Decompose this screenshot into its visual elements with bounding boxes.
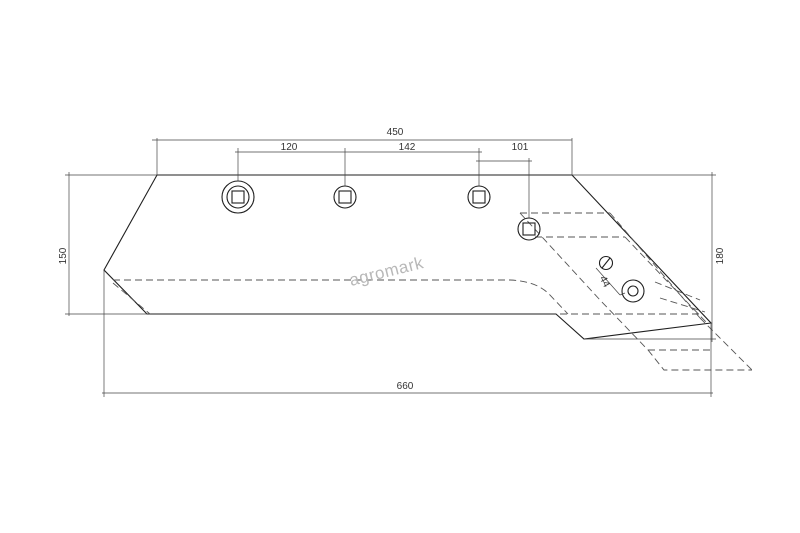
- bolt-hole-1: [221, 180, 255, 214]
- bolt-hole-4: [517, 217, 541, 241]
- blade-outline: [103, 174, 713, 340]
- dim-hole-spacing-3: 101: [512, 142, 529, 153]
- dim-right-height: 180: [715, 247, 726, 264]
- bolt-hole-3: [467, 185, 491, 209]
- slot-dimension: [595, 267, 626, 296]
- dim-hole-spacing-2: 142: [399, 142, 416, 153]
- watermark-text: agromark: [347, 253, 425, 290]
- dim-top-overall: 450: [387, 127, 404, 138]
- dim-hole-spacing-1: 120: [281, 142, 298, 153]
- slot-hole-large: [621, 279, 645, 303]
- cutting-edge-line: [113, 279, 569, 315]
- shin-diagonal-3: [624, 236, 707, 323]
- shin-diagonal-2: [609, 212, 701, 319]
- shin-hatch-2: [659, 297, 706, 313]
- part-outline: [103, 174, 713, 340]
- bottom-dimension: [102, 270, 713, 397]
- slot-hole-small: [598, 255, 614, 271]
- right-dimension: [572, 172, 716, 342]
- bolt-holes: [221, 180, 645, 303]
- top-dimensions: [152, 138, 573, 218]
- dim-left-height: 150: [58, 247, 69, 264]
- dim-bottom-overall: 660: [397, 381, 414, 392]
- shin-diagonal-1: [519, 212, 649, 351]
- edge-bevel-left: [112, 282, 151, 315]
- hidden-lines: [112, 212, 753, 371]
- shin-bottom-edge: [647, 349, 752, 371]
- left-dimension: [65, 172, 157, 316]
- shin-diagonal-4: [699, 317, 753, 371]
- dim-slot-offset: 44: [597, 274, 612, 289]
- bolt-hole-2: [333, 185, 357, 209]
- shin-hatch-1: [654, 281, 701, 301]
